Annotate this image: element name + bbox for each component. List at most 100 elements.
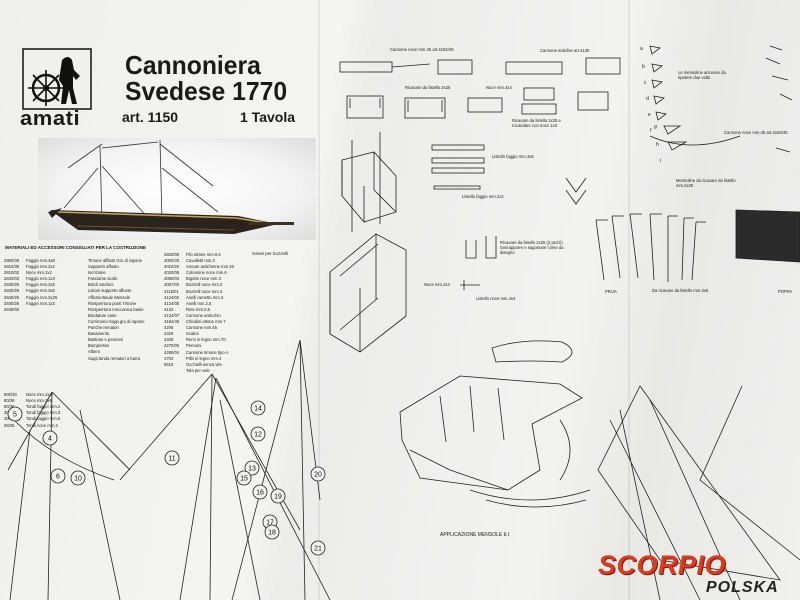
material-code: 4020/06 — [164, 270, 180, 276]
callout-circle — [250, 400, 266, 416]
material-code: 4010/20 — [164, 264, 180, 270]
material-code: 2840/26 — [4, 288, 20, 294]
callout-number: 10 — [74, 476, 82, 483]
material-code: 800/30 — [4, 392, 17, 398]
part-letter: c — [644, 80, 647, 86]
material-usage: Albero — [88, 349, 101, 355]
material-item: Rete mm.0,5 — [186, 306, 210, 312]
callout-number: 11 — [168, 456, 175, 463]
label-mensolette-top: Le mensoline ant.esse da ripetere due vo… — [678, 70, 726, 80]
label-cannone-noce: Cannone noce mm.45 art.4184/45 — [724, 130, 788, 135]
title-line-2: Svedese 1770 — [125, 76, 288, 106]
materials-header: MATERIALI ED ACCESSORI CONSIGLIATI PER L… — [5, 245, 147, 250]
callout-circle — [236, 470, 252, 486]
material-code: 4280/04 — [164, 349, 180, 355]
label-mensolette: Mensoline da ricavare da listello mm.2x2… — [676, 178, 736, 188]
label-ricavare3: Ricavare da listello 2x25 (2 pezzi) Sovr… — [500, 240, 564, 255]
material-code: 2800/36 — [4, 258, 20, 263]
part-letter: a — [640, 46, 643, 52]
material-code: 2840/02 — [4, 306, 20, 312]
part-letter: g — [654, 124, 657, 130]
materials-note: Genei per bozzelli — [252, 251, 289, 256]
part-letter: h — [656, 142, 659, 148]
material-item: Tondi noce mm.2 — [26, 422, 58, 428]
brand-name: amati — [20, 108, 81, 130]
watermark-line1: SCORPIO — [598, 550, 727, 580]
material-code: 4132 — [164, 306, 174, 312]
material-item: Cannone anticchio — [186, 312, 221, 318]
material-item: Noce mm.2x2 — [26, 270, 52, 276]
material-usage: Bastone e pennoni — [88, 337, 123, 343]
material-code: 2820/05 — [164, 252, 180, 257]
part-letter: d — [646, 96, 649, 102]
callout-number: 6 — [56, 474, 60, 481]
material-code: 2840/26 — [4, 282, 20, 288]
material-item: Occhielli senza vite — [186, 361, 222, 367]
material-item: Anelli mm.2,5 — [186, 300, 212, 306]
material-code: 4134/07 — [164, 312, 180, 318]
material-code: 80/36 — [4, 398, 15, 404]
callout-circle — [7, 406, 23, 422]
material-code: 4206 — [164, 325, 174, 331]
callout-number: 21 — [314, 546, 322, 553]
callout-number: 20 — [314, 472, 322, 479]
material-item: Pennoni — [186, 343, 202, 349]
scorpio-watermark: SCORPIO POLSKA — [598, 548, 798, 598]
material-item: Remi in legno mm.70 — [186, 337, 226, 343]
material-item: Faggio mm.1x3 — [26, 300, 55, 306]
material-code: 5619 — [164, 361, 174, 367]
material-code: 2810/30 — [4, 264, 20, 270]
material-item: Tondi faggio mm.3 — [26, 410, 61, 416]
callout-circle — [310, 540, 326, 556]
material-usage: Timone affilato Gru di rapone — [88, 258, 143, 263]
material-item: Faggio mm.4x8 — [26, 258, 55, 263]
material-code: 2840/03 — [4, 276, 20, 282]
article-number: art. 1150 — [122, 109, 179, 125]
callout-number: 16 — [256, 490, 264, 497]
material-code: 4326 — [164, 331, 174, 337]
material-item: Cannone timone tipo A — [186, 349, 229, 355]
material-code: 4704 — [164, 355, 174, 361]
label-cannone-top: Cannone noce mm.45 art.4184/45 — [390, 47, 454, 52]
part-letter: e — [648, 112, 651, 118]
material-item: Cannone mm.45 — [186, 325, 217, 331]
label-cannone-top2: Cannone antichte art.4130 — [540, 48, 590, 53]
material-item: Pillo in legno mm.4 — [186, 355, 222, 361]
part-letter: i — [660, 158, 662, 164]
material-usage: Bordi zatoloni — [88, 282, 114, 288]
material-code: 4124/05 — [164, 300, 180, 306]
material-item: Faggio mm.2x5 — [26, 282, 55, 288]
callout-number: 12 — [254, 432, 262, 439]
material-item: Anoure anticheme mm.20 — [186, 264, 234, 270]
callout-circle — [164, 450, 180, 466]
material-item: Faggio mm.2x2 — [26, 264, 55, 270]
callout-circle — [270, 488, 286, 504]
material-item: Bozzelli noce mm.3 — [186, 288, 223, 294]
material-code: 2810/02 — [4, 270, 20, 276]
material-code: 80/36 — [4, 404, 15, 410]
material-usage: Panche rematori — [88, 325, 119, 331]
callout-circle — [250, 426, 266, 442]
material-usage: Rinsperrtura ponti Timone — [88, 300, 137, 306]
label-prua: PRUA — [605, 289, 617, 294]
material-item: Tondi faggio mm.6 — [26, 416, 61, 422]
label-ricavare1: Ricavare da listello 2x25 — [405, 85, 451, 90]
callout-number: 13 — [248, 466, 256, 473]
material-code: 4000/33 — [164, 258, 180, 264]
part-letter: f — [650, 128, 652, 134]
material-usage: Bordature varie — [88, 312, 117, 318]
callout-circle — [310, 466, 326, 482]
amati-logo — [22, 48, 92, 118]
material-usage: Supp.landa rematori a barra — [88, 355, 141, 361]
label-ricavare2: Ricavare da listello 2x25 e rocondare co… — [512, 118, 561, 128]
callout-number: 17 — [266, 520, 274, 527]
label-applicazione: APPLICAZIONE MENSOLE b,l — [440, 532, 509, 538]
callout-circle — [70, 470, 86, 486]
material-item: Chiodini ottone mm.7 — [186, 319, 226, 325]
